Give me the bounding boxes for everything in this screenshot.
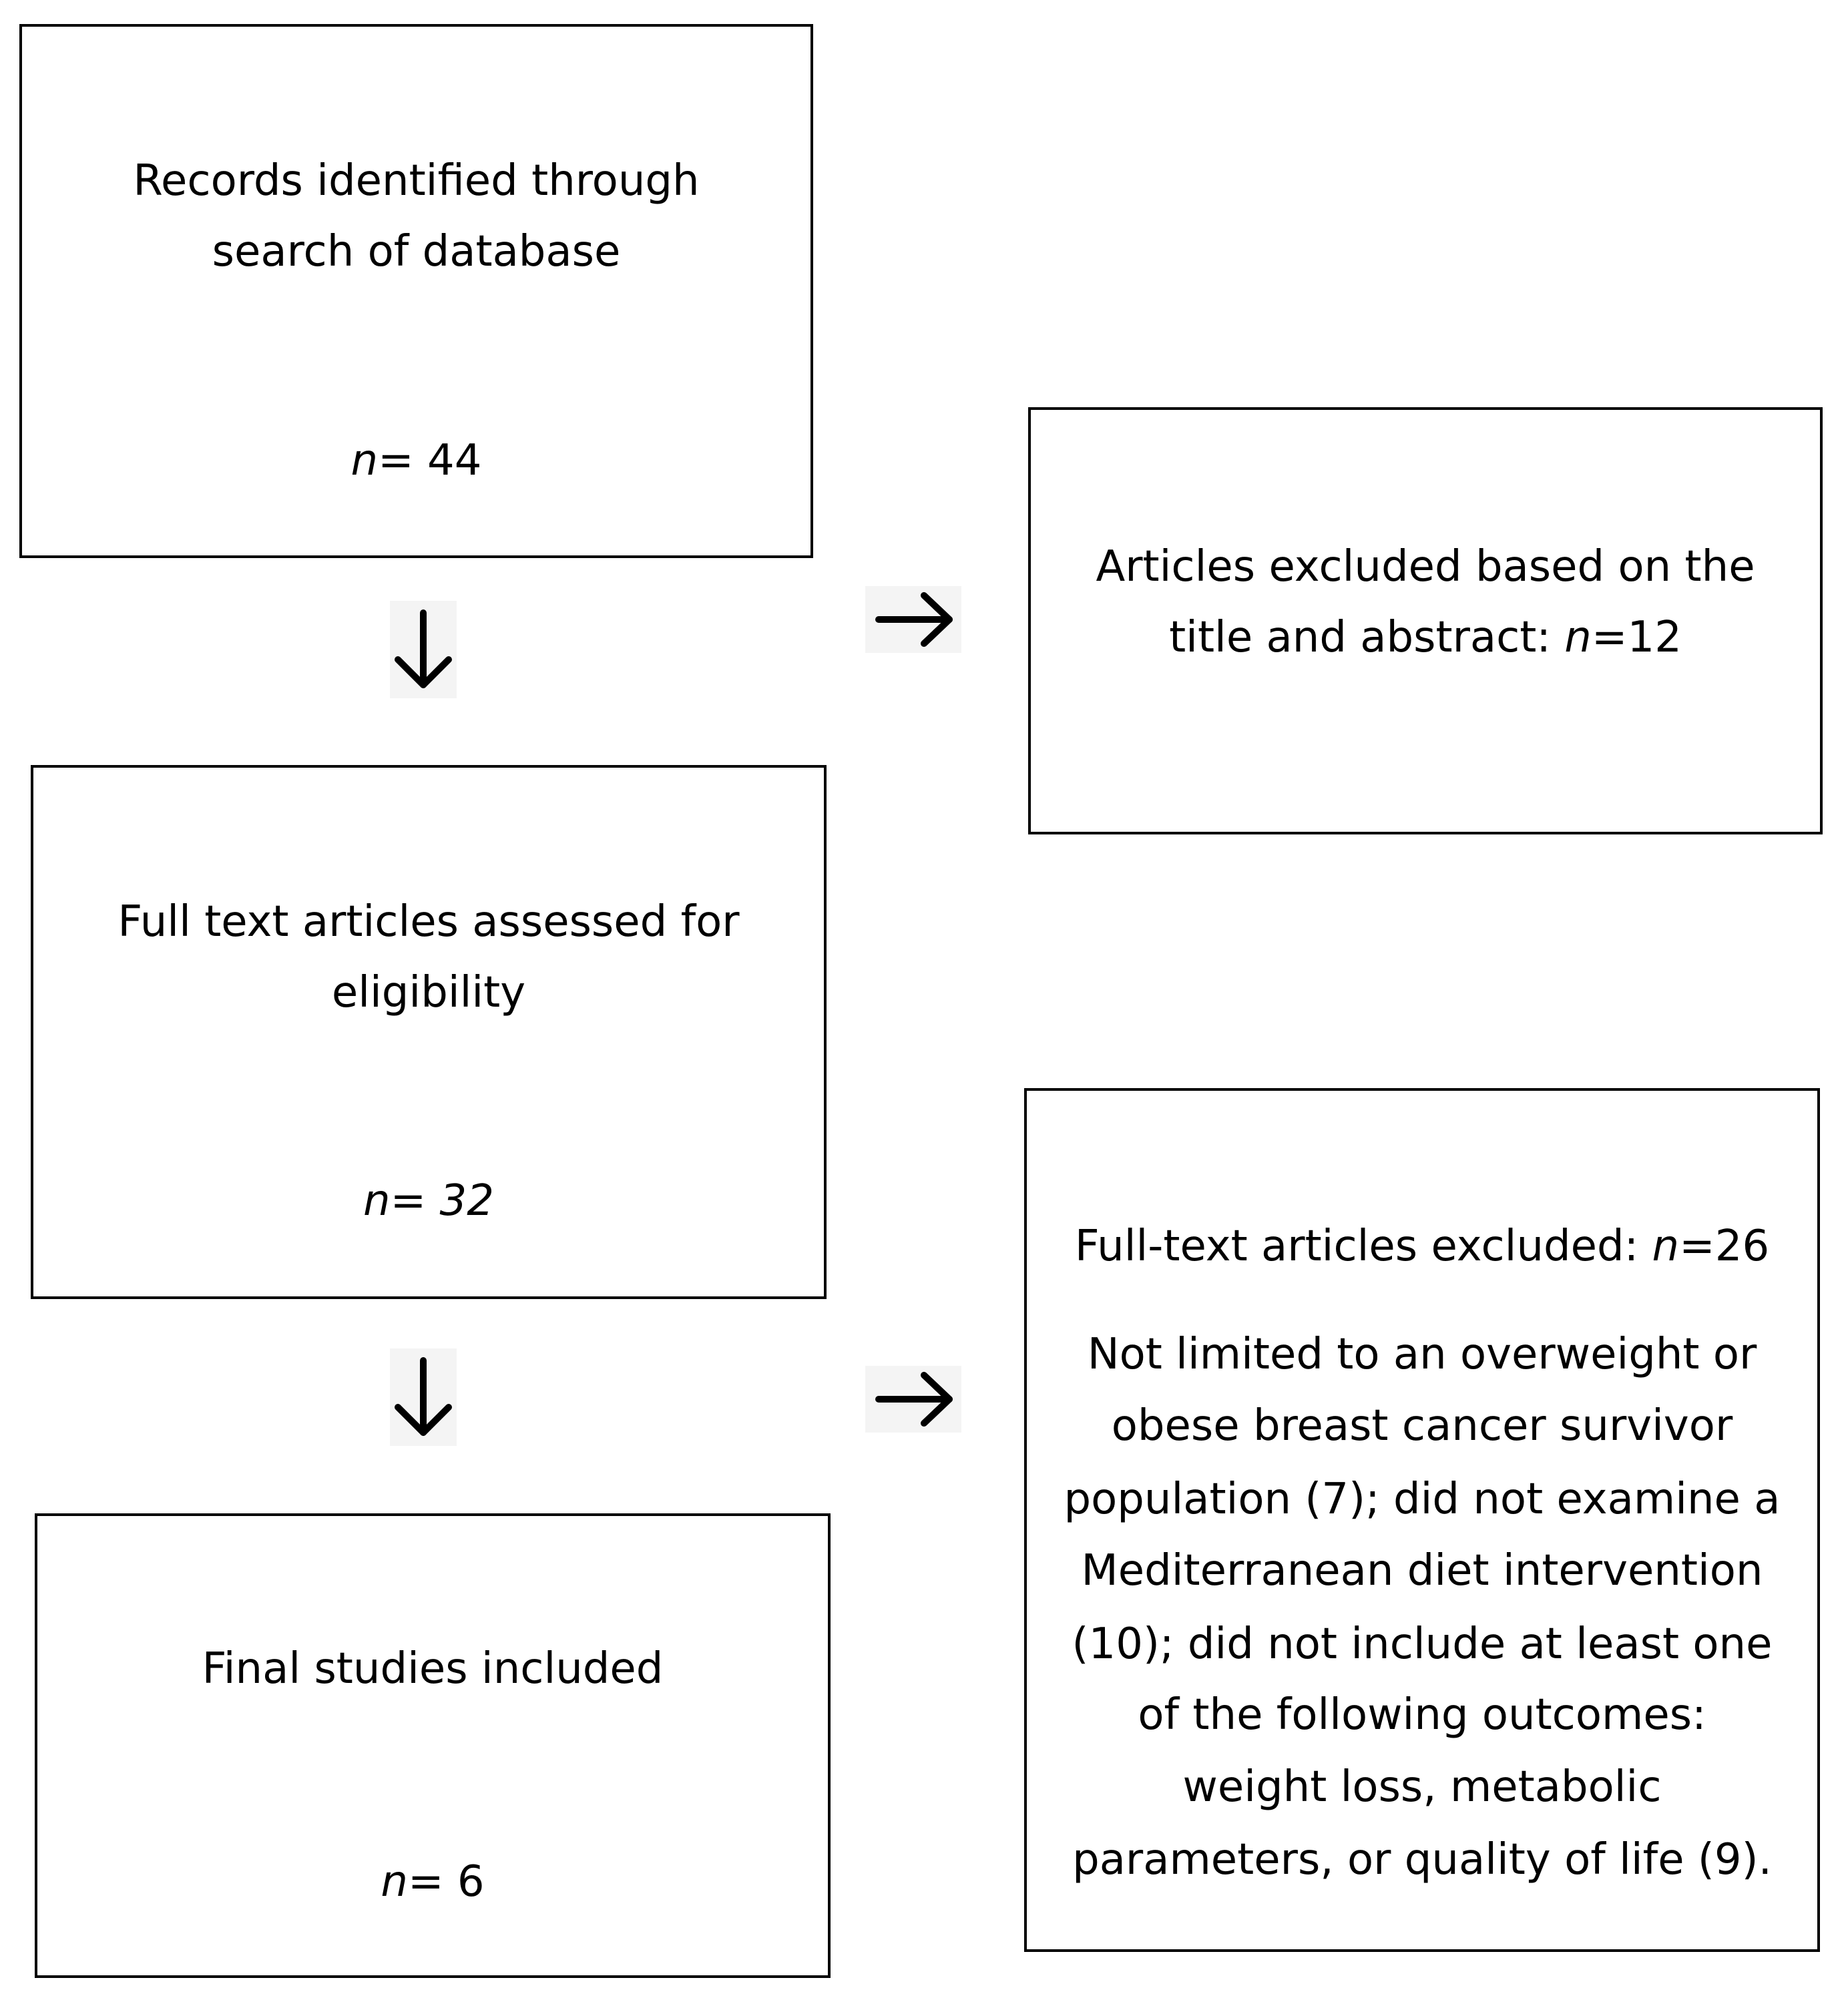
full-text-assessed-box: Full text articles assessed for eligibil… (31, 765, 827, 1299)
n-symbol: n (381, 1857, 408, 1907)
right-arrow-icon (865, 586, 961, 653)
n-symbol: n (1564, 613, 1592, 662)
final-studies-box: Final studies included n= 6 (35, 1513, 831, 1978)
down-arrow-icon (390, 1348, 457, 1446)
full-text-count: n= 32 (33, 1166, 824, 1236)
excluded-full-prefix: Full-text articles excluded: (1074, 1222, 1652, 1271)
exclusion-reason-line-3: population (7); did not examine a (1064, 1475, 1781, 1524)
exclusion-reason-line-2: obese breast cancer survivor (1111, 1401, 1733, 1451)
down-arrow-icon-svg (395, 1357, 452, 1436)
n-symbol: n (351, 436, 379, 485)
exclusion-reason-line-5: (10); did not include at least one (1072, 1619, 1773, 1669)
exclusion-reason-line-4: Mediterranean diet intervention (1081, 1546, 1763, 1595)
final-count-value: = 6 (407, 1857, 485, 1907)
exclusion-reason-line-8: parameters, or quality of life (9). (1072, 1835, 1772, 1885)
records-count: n= 44 (22, 425, 811, 496)
right-arrow-icon-svg (875, 1372, 953, 1427)
exclusion-reason-line-7: weight loss, metabolic (1182, 1762, 1662, 1812)
full-text-title-line-2: eligibility (331, 968, 526, 1017)
excluded-full-text-box: Full-text articles excluded: n=26 Not li… (1024, 1088, 1820, 1952)
final-count: n= 6 (37, 1846, 828, 1917)
records-title-line-1: Records identified through (133, 156, 700, 206)
exclusion-reason-line-6: of the following outcomes: (1138, 1690, 1706, 1740)
n-symbol: n (1652, 1222, 1680, 1271)
records-identified-box: Records identified through search of dat… (19, 24, 813, 558)
excluded-title-count: =12 (1591, 613, 1682, 662)
n-symbol: n (363, 1176, 391, 1226)
full-text-title-line-1: Full text articles assessed for (118, 897, 740, 947)
excluded-title-line-1: Articles excluded based on the (1096, 542, 1755, 591)
excluded-title-abstract-box: Articles excluded based on the title and… (1028, 407, 1823, 834)
final-title: Final studies included (202, 1644, 664, 1694)
excluded-full-count: =26 (1679, 1222, 1770, 1271)
records-count-value: = 44 (378, 436, 482, 485)
right-arrow-icon (865, 1366, 961, 1433)
down-arrow-icon-svg (395, 609, 452, 688)
exclusion-reason-line-1: Not limited to an overweight or (1087, 1330, 1757, 1379)
excluded-full-header: Full-text articles excluded: n=26 (1027, 1211, 1817, 1282)
excluded-title-prefix: title and abstract: (1169, 613, 1565, 662)
down-arrow-icon (390, 601, 457, 698)
records-title-line-2: search of database (212, 227, 621, 276)
full-text-count-value: = 32 (390, 1176, 494, 1226)
right-arrow-icon-svg (875, 592, 953, 647)
excluded-title-line-2: title and abstract: n=12 (1031, 602, 1820, 673)
